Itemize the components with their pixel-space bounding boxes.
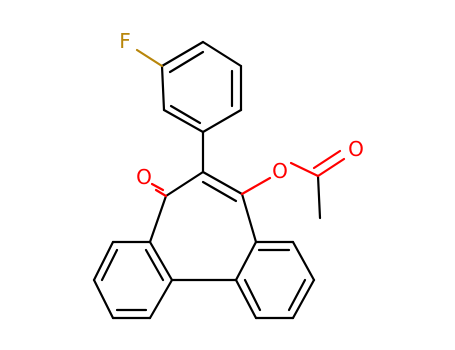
bond	[201, 170, 244, 196]
bond-cf	[135, 48, 164, 68]
left-benzo-ring	[92, 240, 174, 320]
fluorophenyl-ring	[160, 40, 243, 134]
bond-co	[150, 182, 165, 192]
bond-co	[154, 188, 168, 198]
bond	[162, 108, 205, 134]
bond	[201, 180, 238, 203]
bond	[100, 248, 119, 282]
bond	[234, 240, 258, 282]
bond	[240, 192, 258, 244]
bond	[168, 50, 205, 74]
bond	[291, 278, 316, 320]
bond	[164, 170, 205, 198]
bond	[92, 278, 115, 320]
bond-oc	[289, 161, 320, 178]
bond	[148, 194, 168, 244]
right-benzo-ring	[234, 240, 316, 320]
bond-co-double	[316, 157, 346, 178]
fluorine-atom: F	[119, 29, 131, 53]
bond-co	[240, 176, 272, 196]
carbonyl-oxygen-atom: O	[348, 137, 364, 161]
bond	[201, 40, 243, 68]
bond	[148, 278, 174, 320]
bond	[148, 240, 174, 282]
cycloheptatrienone-ring	[148, 170, 258, 244]
bond	[234, 278, 258, 320]
ester-oxygen-atom: O	[272, 159, 288, 183]
bond	[160, 64, 166, 112]
bond	[243, 278, 262, 312]
bond-methyl	[316, 174, 322, 220]
bond	[201, 108, 243, 134]
bond-co-double	[312, 149, 342, 170]
bond	[160, 40, 205, 68]
ketone-oxygen-atom: O	[136, 165, 152, 189]
bond	[92, 240, 115, 282]
bond	[169, 104, 202, 125]
bond	[291, 240, 316, 282]
bond	[287, 278, 307, 312]
bond	[144, 248, 165, 282]
